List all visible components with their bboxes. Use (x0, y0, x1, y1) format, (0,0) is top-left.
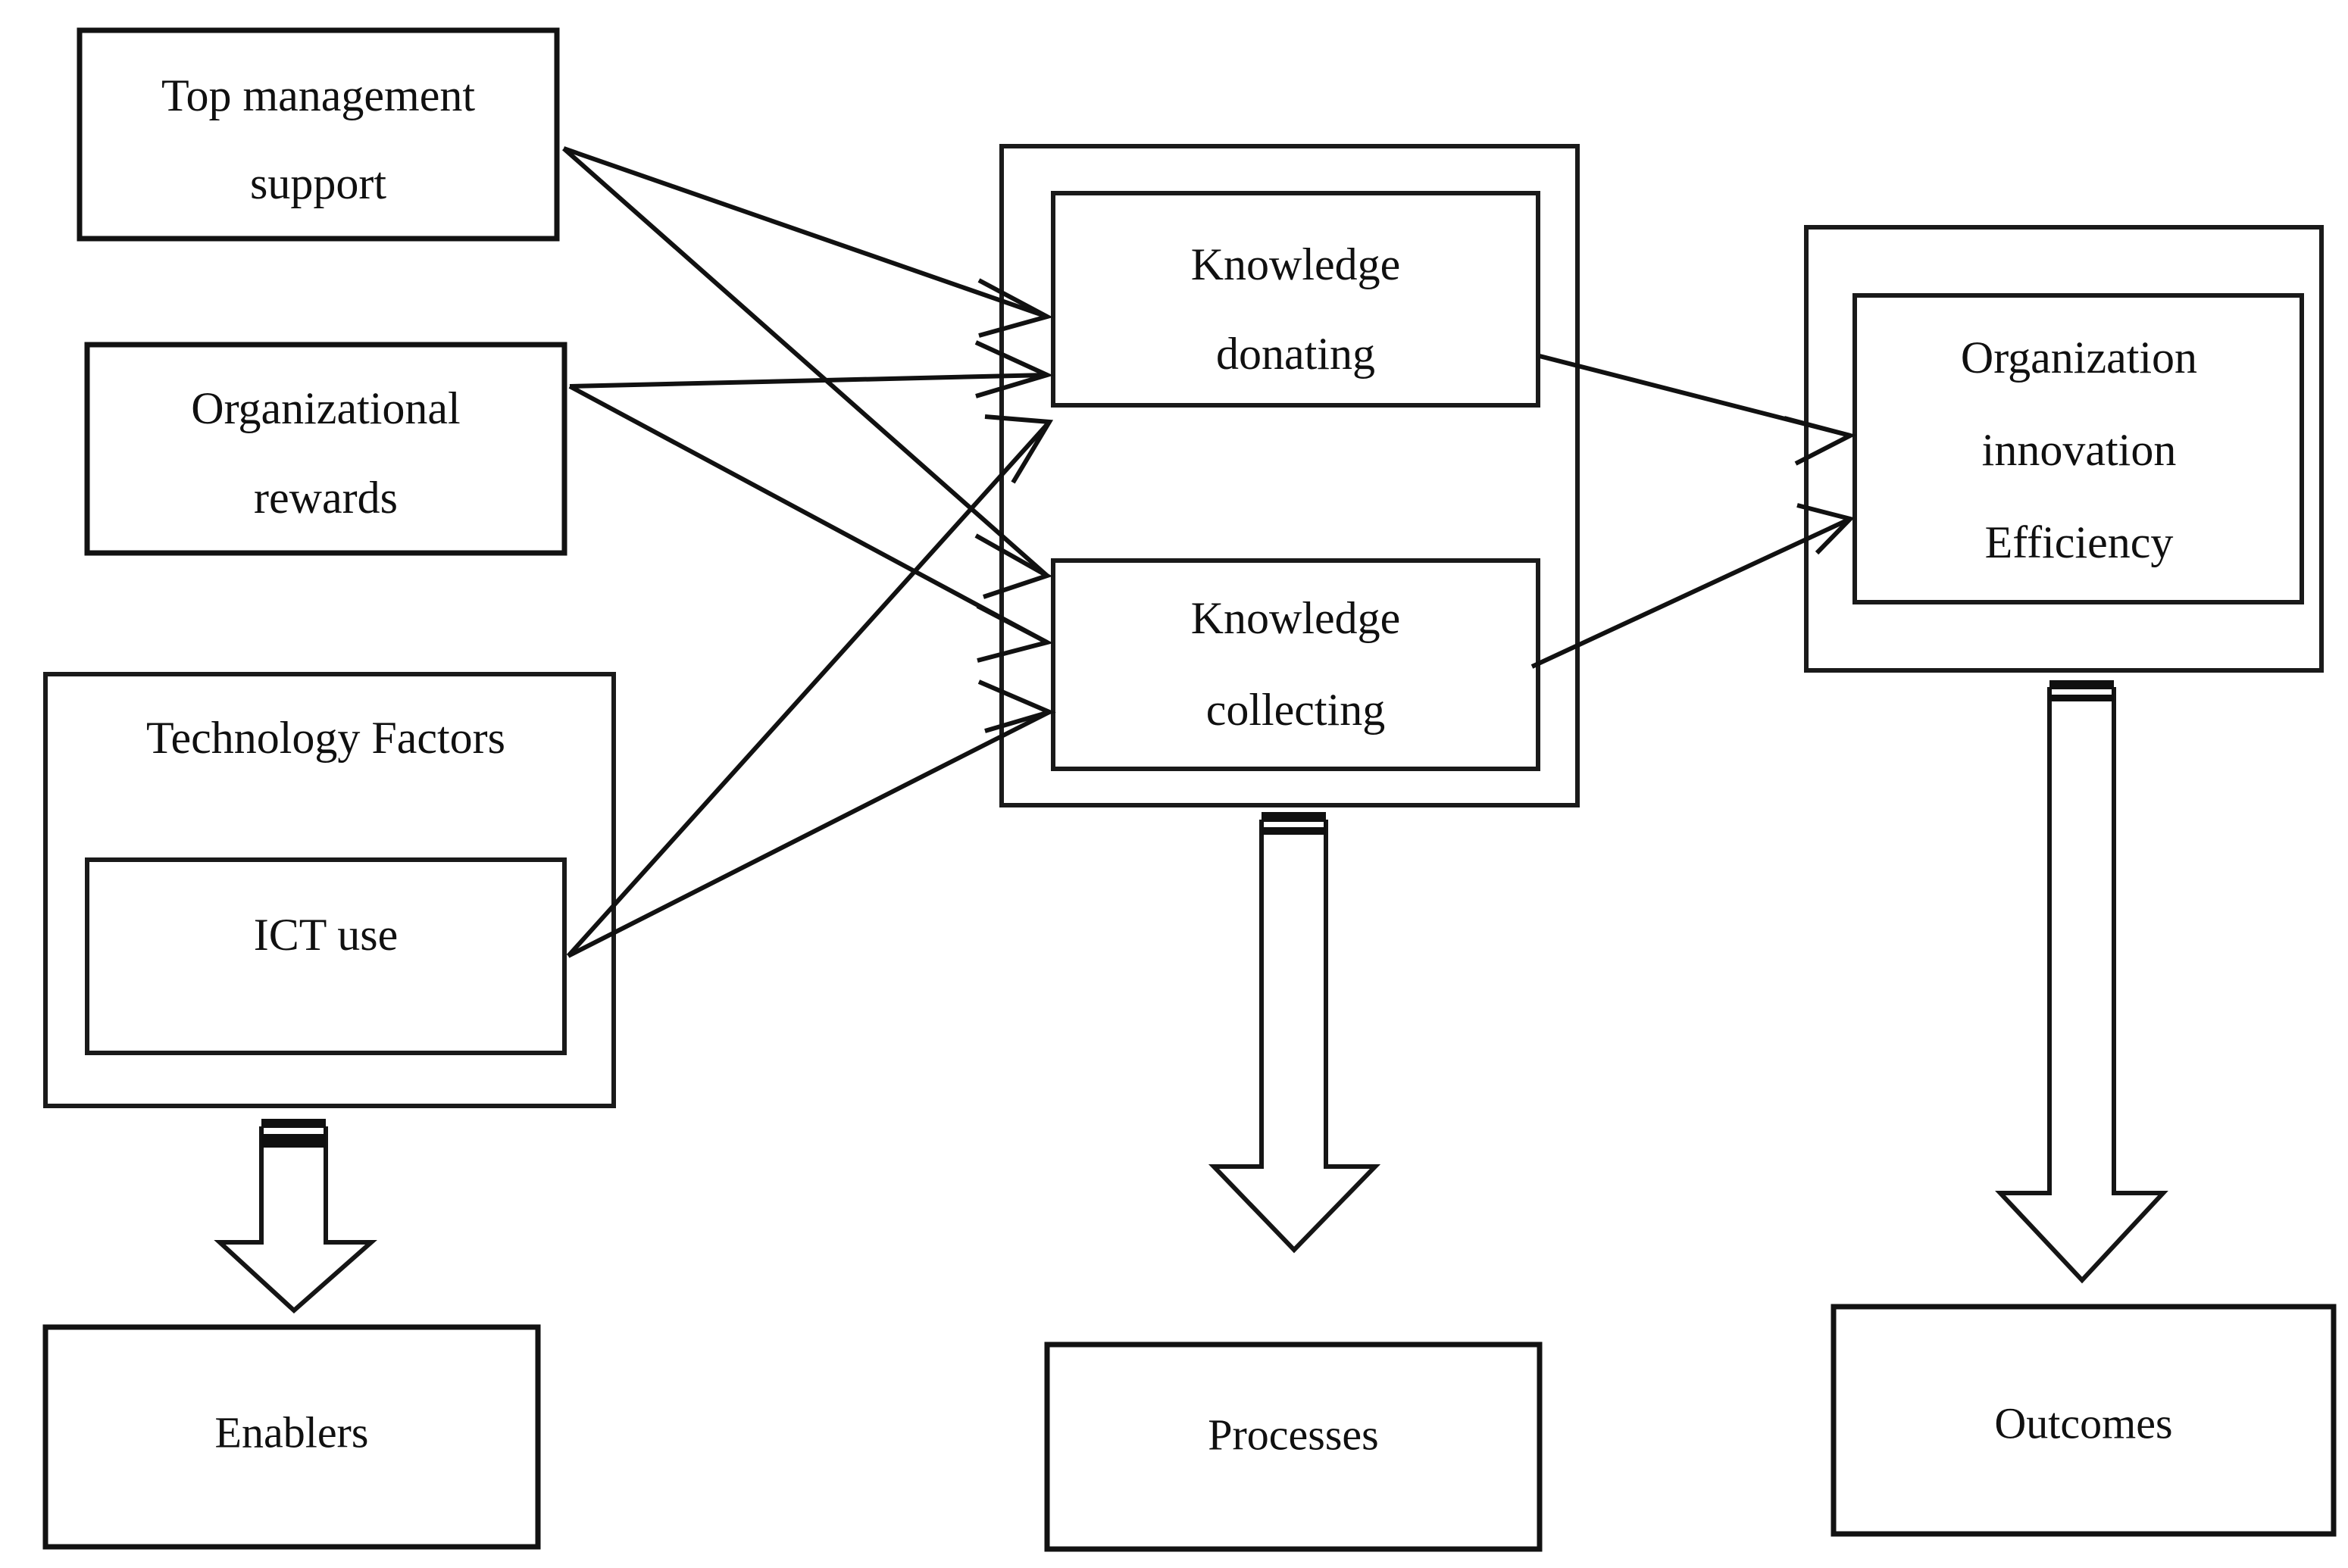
connector-collecting-to-outcome (1530, 503, 1855, 669)
node-organizational-rewards[interactable]: Organizational rewards (84, 342, 567, 556)
top-management-support-label-line2: support (250, 158, 386, 208)
ict-use-box[interactable] (85, 857, 567, 1055)
knowledge-donating-label-line2: donating (1216, 329, 1375, 379)
organizational-rewards-box (84, 342, 567, 556)
block-arrow-outcomes (1995, 680, 2168, 1284)
block-arrow-enablers (214, 1119, 377, 1314)
connector-tms-to-donating (563, 146, 1054, 338)
knowledge-donating-label-line1: Knowledge (1191, 239, 1401, 289)
connector-ict-to-collecting (567, 679, 1056, 958)
processes-label: Processes (1208, 1410, 1379, 1459)
organization-innovation-label-line1: Organization (1961, 333, 2197, 383)
outcomes-box (1831, 1304, 2337, 1537)
ict-use-label: ICT use (254, 910, 399, 960)
block-arrow-processes (1208, 812, 1381, 1254)
node-processes[interactable]: Processes (1044, 1342, 1543, 1552)
processes-box (1044, 1342, 1543, 1552)
technology-factors-container (43, 672, 616, 1108)
connector-donating-to-outcome (1539, 354, 1857, 466)
organizational-rewards-label-line1: Organizational (191, 383, 460, 433)
top-management-support-label-line1: Top management (161, 70, 475, 120)
organization-innovation-label-line3: Efficiency (1985, 517, 2174, 567)
connector-tms-to-collecting (562, 146, 1053, 599)
knowledge-donating-box[interactable] (1051, 191, 1540, 408)
organization-innovation-efficiency-box[interactable] (1852, 293, 2304, 604)
organization-innovation-container (1804, 225, 2324, 673)
outcomes-label: Outcomes (1994, 1398, 2172, 1448)
top-management-support-box (77, 27, 560, 242)
technology-factors-label: Technology Factors (146, 713, 505, 763)
enablers-label: Enablers (215, 1407, 369, 1457)
connector-ict-to-donating (566, 414, 1054, 958)
node-top-management-support[interactable]: Top management support (77, 27, 560, 242)
organization-innovation-label-line2: innovation (1982, 425, 2177, 475)
node-outcomes[interactable]: Outcomes (1831, 1304, 2337, 1537)
knowledge-collecting-label-line1: Knowledge (1191, 593, 1401, 643)
group-organization-innovation[interactable]: Organization innovation Efficiency (1804, 225, 2324, 673)
knowledge-collecting-label-line2: collecting (1206, 685, 1386, 735)
knowledge-collecting-box[interactable] (1051, 558, 1540, 771)
group-knowledge-processes[interactable]: Knowledge donating Knowledge collecting (999, 144, 1580, 807)
node-enablers[interactable]: Enablers (42, 1324, 541, 1550)
connector-rewards-to-collecting (568, 384, 1054, 663)
connector-rewards-to-donating (569, 340, 1054, 398)
organizational-rewards-label-line2: rewards (254, 473, 398, 523)
enablers-box (42, 1324, 541, 1550)
group-technology-factors[interactable]: Technology Factors ICT use (43, 672, 616, 1108)
